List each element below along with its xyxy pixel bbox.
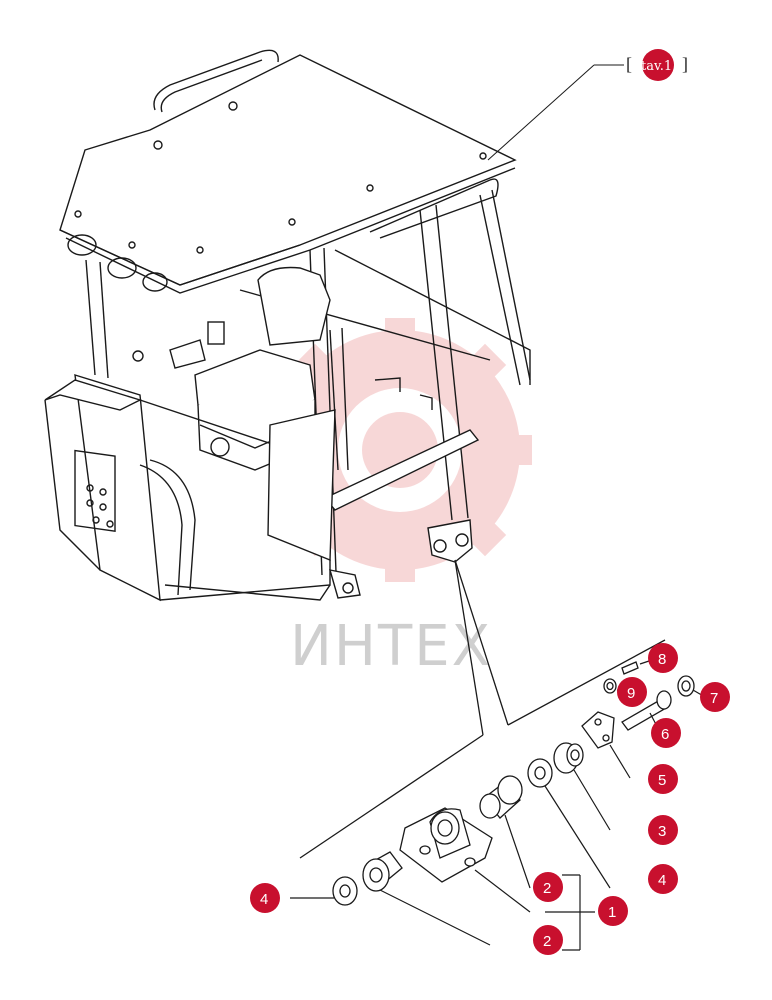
callout-6: 6 xyxy=(651,718,681,748)
reference-badge xyxy=(642,49,674,81)
callout-1: 1 xyxy=(598,896,628,926)
svg-text:9: 9 xyxy=(627,685,635,702)
svg-text:6: 6 xyxy=(661,726,669,743)
svg-text:2: 2 xyxy=(543,933,551,950)
reference-bracket-close: ] xyxy=(682,54,688,74)
svg-text:5: 5 xyxy=(658,772,666,789)
callout-9: 9 xyxy=(617,677,647,707)
watermark-text: ИНТЕХ xyxy=(290,614,492,679)
reference-label: [ tav.1 ] xyxy=(626,49,688,81)
svg-text:7: 7 xyxy=(710,690,718,707)
callout-5: 5 xyxy=(648,764,678,794)
explode-lines xyxy=(299,559,666,859)
callout-4-upper: 4 xyxy=(648,864,678,894)
svg-text:4: 4 xyxy=(658,872,666,889)
svg-text:3: 3 xyxy=(658,823,666,840)
callout-4-lower: 4 xyxy=(250,883,280,913)
callout-3: 3 xyxy=(648,815,678,845)
svg-text:2: 2 xyxy=(543,880,551,897)
reference-bracket-open: [ xyxy=(626,54,632,74)
callout-8: 8 xyxy=(648,643,678,673)
reference-leader xyxy=(487,64,624,161)
svg-text:4: 4 xyxy=(260,891,268,908)
callout-2-lower: 2 xyxy=(533,925,563,955)
svg-text:8: 8 xyxy=(658,651,666,668)
cab-drawing xyxy=(44,49,531,602)
exploded-parts xyxy=(332,661,695,906)
callout-7: 7 xyxy=(700,682,730,712)
callout-2-upper: 2 xyxy=(533,872,563,902)
reference-text: tav.1 xyxy=(641,59,672,74)
svg-text:1: 1 xyxy=(608,904,616,921)
